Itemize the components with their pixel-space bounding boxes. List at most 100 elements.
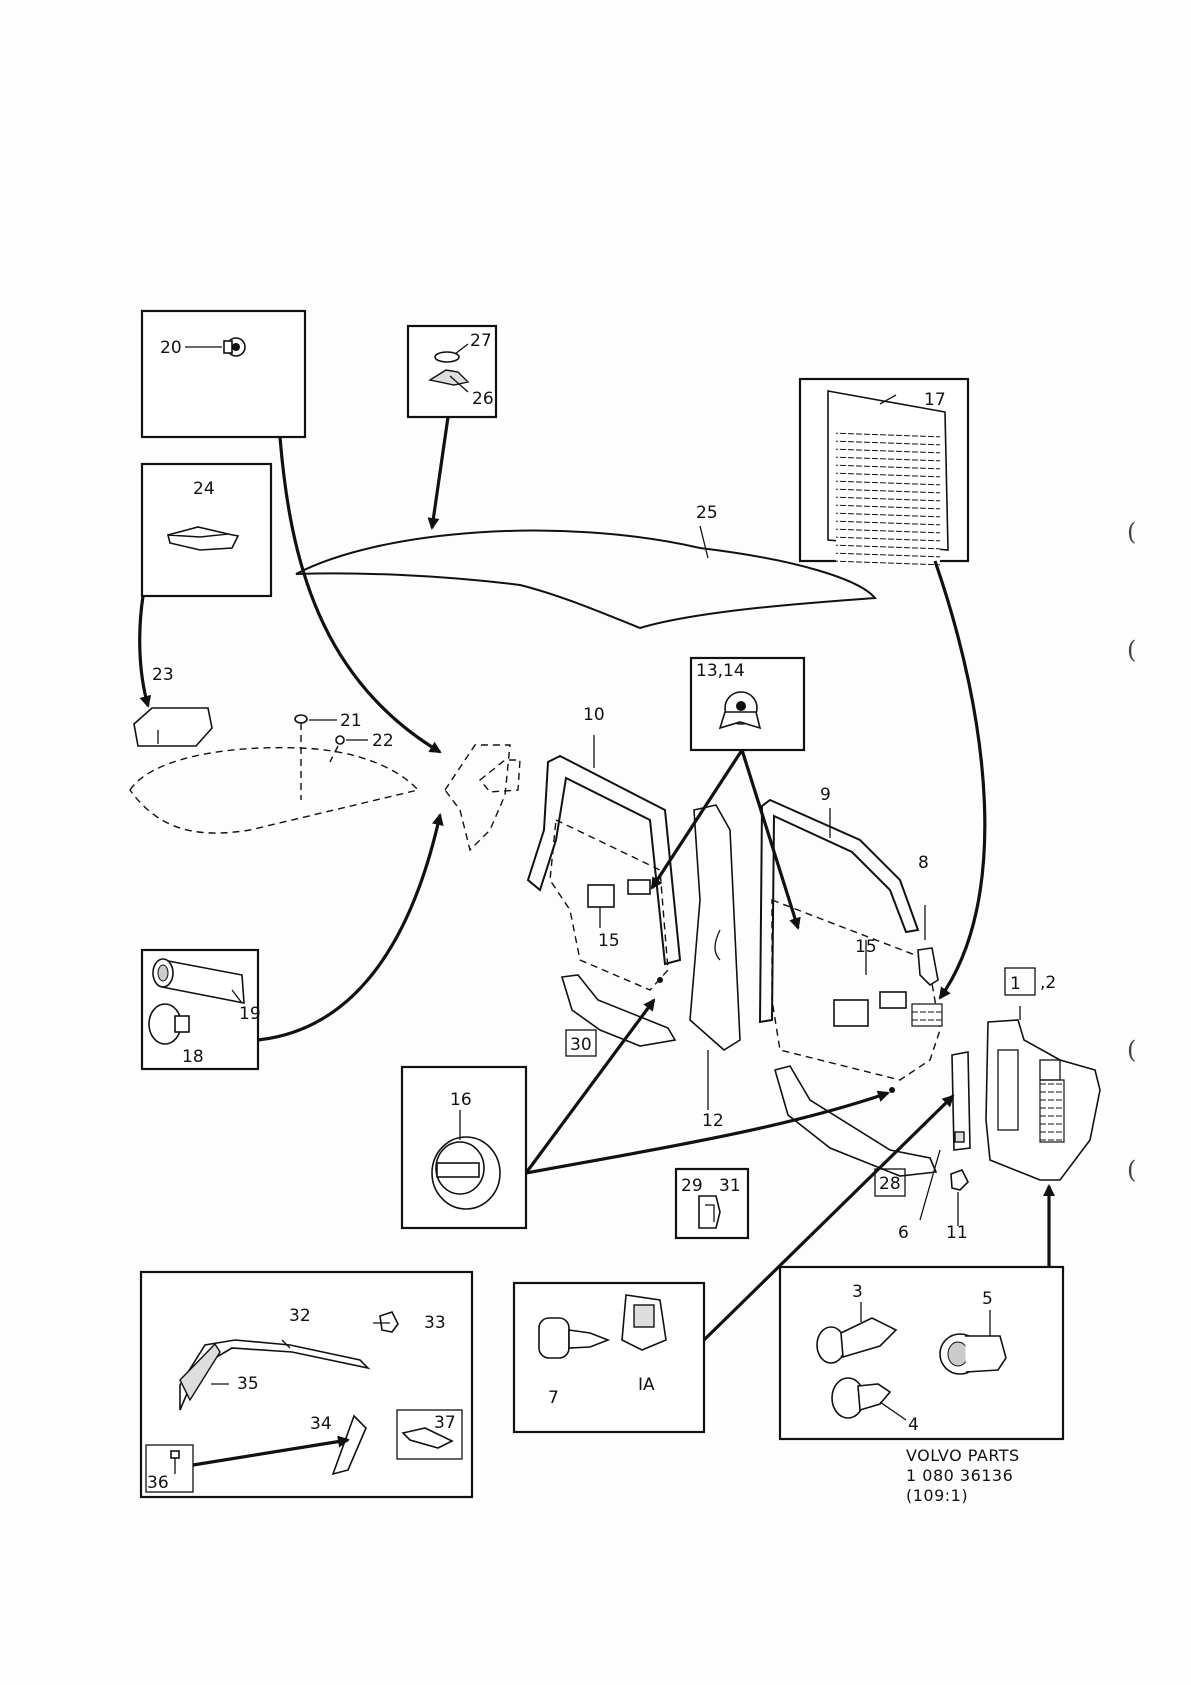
detail-box-26-27 [406, 324, 498, 419]
detail-box-29-31 [674, 1167, 750, 1240]
label-10: 10 [583, 705, 605, 725]
panel-17-part [827, 390, 949, 569]
label-17: 17 [924, 390, 946, 410]
washer-27-part [434, 351, 460, 363]
label-box-30 [565, 1029, 597, 1057]
rivet-3-part [816, 1317, 898, 1364]
cushion-23-part [133, 707, 213, 747]
label-34: 34 [310, 1414, 332, 1434]
label-6: 6 [898, 1223, 909, 1243]
screw-21-part [294, 714, 337, 800]
label-5: 5 [982, 1289, 993, 1309]
clip-20-part [223, 337, 246, 357]
trim-35-part [179, 1342, 221, 1402]
detail-box-17 [798, 377, 970, 569]
callout-labels: 20 27 26 24 25 17 23 21 22 13,14 10 9 8 … [147, 331, 1056, 1493]
plug-18-part [148, 1003, 190, 1045]
label-7: 7 [548, 1388, 559, 1408]
reference-line-3: (109:1) [906, 1486, 968, 1505]
label-8: 8 [918, 853, 929, 873]
detail-box-32-37 [139, 1270, 474, 1499]
label-box-28 [874, 1168, 906, 1197]
corner-8-part [917, 947, 939, 987]
detail-box-3-4-5 [778, 1265, 1065, 1441]
label-2: ,2 [1040, 973, 1056, 993]
label-11: 11 [946, 1223, 968, 1243]
label-21: 21 [340, 711, 362, 731]
clip-7-part [538, 1317, 611, 1359]
door-seal-10-part [526, 754, 682, 966]
label-37: 37 [434, 1413, 456, 1433]
label-30: 30 [570, 1035, 592, 1055]
label-12: 12 [702, 1111, 724, 1131]
margin-mark-2: ( [1127, 636, 1136, 664]
reference-block: VOLVO PARTS 1 080 36136 (109:1) [906, 1446, 1020, 1505]
reference-line-2: 1 080 36136 [906, 1466, 1013, 1485]
door-seal-9-part [758, 798, 920, 1024]
margin-mark-3: ( [1127, 1036, 1136, 1064]
panel-1-2-part [985, 1006, 1101, 1181]
detail-box-18-19 [140, 948, 260, 1071]
body-side-outline [444, 744, 511, 852]
label-box-1 [1004, 967, 1036, 996]
label-22: 22 [372, 731, 394, 751]
label-18: 18 [182, 1047, 204, 1067]
margin-marks: ( ( ( ( [1127, 518, 1136, 1184]
label-1: 1 [1010, 974, 1021, 994]
detail-box-13-14 [689, 656, 806, 752]
grommet-5-part [939, 1333, 1007, 1375]
clip-IA-part [621, 1294, 667, 1351]
front-door-trim [771, 898, 941, 1081]
label-31: 31 [719, 1176, 741, 1196]
detail-box-24 [140, 462, 273, 598]
margin-mark-4: ( [1127, 1156, 1136, 1184]
roof-outline [129, 746, 420, 834]
detail-box-20 [140, 309, 307, 439]
pillar-12-part [689, 804, 741, 1051]
clip-13-14-part [718, 691, 762, 730]
label-3: 3 [852, 1282, 863, 1302]
label-9: 9 [820, 785, 831, 805]
cap-16-part [431, 1110, 501, 1210]
label-36: 36 [147, 1473, 169, 1493]
label-33: 33 [424, 1313, 446, 1333]
screw-36-part [170, 1450, 180, 1474]
sill-30-part [560, 974, 677, 1047]
label-15-rear: 15 [598, 931, 620, 951]
nut-26-part [428, 369, 470, 386]
label-28: 28 [879, 1174, 901, 1194]
label-IA: IA [638, 1375, 655, 1395]
handle-15-front-part [833, 999, 869, 1027]
clip-33-part [379, 1311, 399, 1333]
trim-6-part [951, 1051, 971, 1151]
trim-37-part [401, 1427, 454, 1449]
sill-28-part [774, 1065, 938, 1177]
label-25: 25 [696, 503, 718, 523]
rivet-4-part [831, 1377, 892, 1419]
label-15-front: 15 [855, 937, 877, 957]
label-24: 24 [193, 479, 215, 499]
label-32: 32 [289, 1306, 311, 1326]
label-35: 35 [237, 1374, 259, 1394]
label-26: 26 [472, 389, 494, 409]
detail-box-7-IA [512, 1281, 706, 1434]
clip-29-31-part [698, 1195, 721, 1229]
sleeve-19-part [152, 958, 245, 1004]
label-20: 20 [160, 338, 182, 358]
label-16: 16 [450, 1090, 472, 1110]
margin-mark-1: ( [1127, 518, 1136, 546]
label-4: 4 [908, 1415, 919, 1435]
connector-arrows [138, 416, 1055, 1467]
label-19: 19 [239, 1004, 261, 1024]
label-23: 23 [152, 665, 174, 685]
clip-22-part [329, 735, 368, 763]
headliner-25-part [295, 529, 878, 630]
clip-11-part [950, 1169, 969, 1226]
label-29: 29 [681, 1176, 703, 1196]
clip-24-part [166, 533, 240, 551]
reference-line-1: VOLVO PARTS [906, 1446, 1020, 1465]
label-27: 27 [470, 331, 492, 351]
handle-15-rear-part [587, 884, 615, 908]
